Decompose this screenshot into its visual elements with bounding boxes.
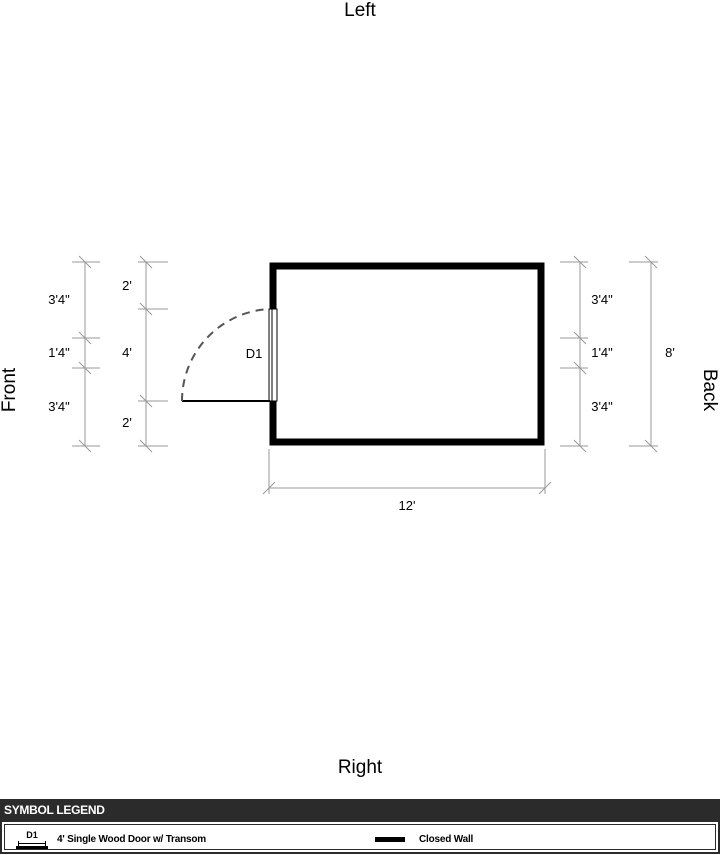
symbol-legend: SYMBOL LEGEND D1 4' Single Wood Door w/ … <box>0 799 720 855</box>
orientation-label-left: Left <box>344 0 376 21</box>
dimension-door-offset-top: 2' <box>122 278 132 293</box>
legend-title: SYMBOL LEGEND <box>0 799 720 822</box>
legend-item-closed-wall: Closed Wall <box>375 825 473 853</box>
closed-wall-icon <box>375 836 405 842</box>
dimension-door-width: 4' <box>122 345 132 360</box>
dimension-front-window-1: 3'4" <box>48 292 70 307</box>
dimension-front-window-2: 1'4" <box>48 345 70 360</box>
dimension-chain-back-windows <box>560 255 588 453</box>
legend-body: D1 4' Single Wood Door w/ Transom Closed… <box>0 822 720 854</box>
dimension-overall-length: 12' <box>399 498 416 513</box>
building-wall-outline <box>269 262 545 446</box>
dimension-door-offset-bottom: 2' <box>122 415 132 430</box>
dimension-chain-door <box>138 255 168 453</box>
dimension-back-window-1: 3'4" <box>591 292 613 307</box>
dimension-back-window-2: 1'4" <box>591 345 613 360</box>
door-opening <box>268 308 278 402</box>
door-tag: D1 <box>246 346 263 361</box>
door-swing-arc <box>180 308 271 402</box>
dimension-chain-overall-depth <box>629 255 658 453</box>
dimension-overall-depth: 8' <box>665 345 675 360</box>
legend-item-door-label: 4' Single Wood Door w/ Transom <box>57 833 206 845</box>
dimension-back-window-3: 3'4" <box>591 399 613 414</box>
orientation-label-right: Right <box>337 757 383 778</box>
legend-item-door: D1 4' Single Wood Door w/ Transom <box>5 825 206 853</box>
door-icon: D1 <box>15 828 49 850</box>
floor-plan: D1 3'4" 1'4" 3'4" 2' 4' 2' <box>48 255 675 513</box>
dimension-front-window-3: 3'4" <box>48 399 70 414</box>
legend-item-closed-wall-label: Closed Wall <box>419 833 474 845</box>
door-d1[interactable] <box>180 308 278 402</box>
dimension-chain-overall-length <box>262 449 552 495</box>
dimension-chain-front-windows <box>72 255 100 453</box>
door-symbol-code: D1 <box>26 830 38 840</box>
legend-body-inner: D1 4' Single Wood Door w/ Transom Closed… <box>4 824 716 850</box>
